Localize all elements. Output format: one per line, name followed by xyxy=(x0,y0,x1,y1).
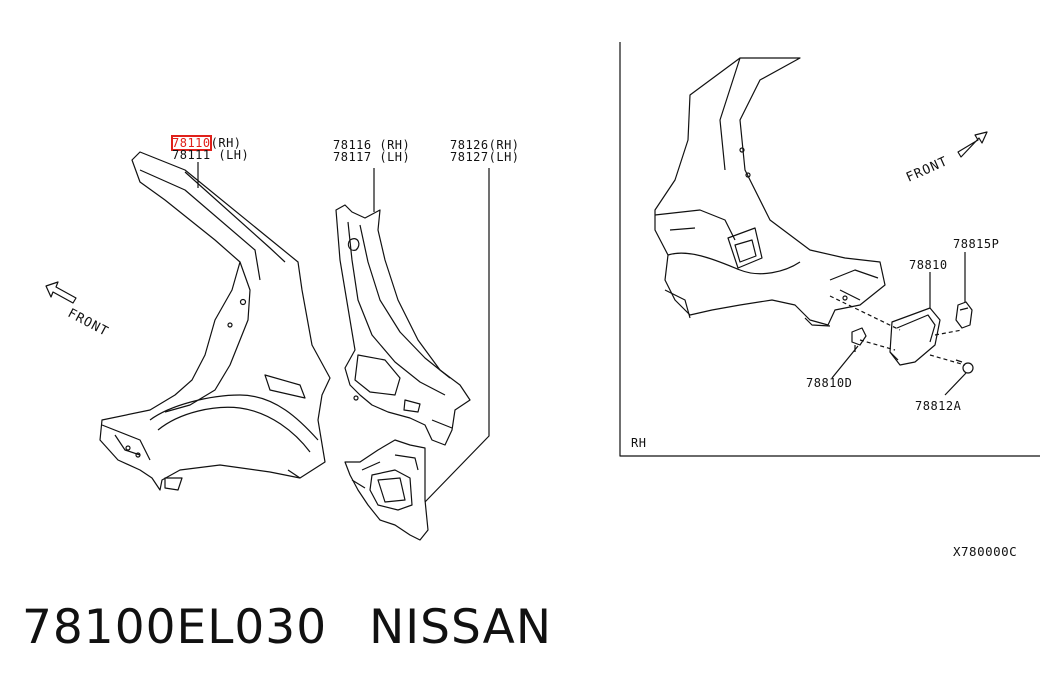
rear-quarter-panel-outer[interactable] xyxy=(99,151,331,491)
inset-side-label: RH xyxy=(631,436,647,450)
dashed-guide-4 xyxy=(929,354,966,366)
filler-lid-door[interactable] xyxy=(889,307,941,366)
inner-wheelhouse-panel[interactable] xyxy=(335,204,471,446)
label-78810D[interactable]: 78810D xyxy=(806,376,853,390)
label-78815P[interactable]: 78815P xyxy=(953,237,1000,251)
dashed-guide-3 xyxy=(934,329,963,336)
dashed-guide-1 xyxy=(829,295,901,331)
label-78110-side: (RH) xyxy=(210,136,242,150)
bumper-rubber[interactable] xyxy=(851,327,867,352)
front-arrow-left-icon xyxy=(45,281,77,304)
filler-lid-base-panel[interactable] xyxy=(344,439,429,541)
diagram-code: X780000C xyxy=(953,544,1018,559)
lid-spring-bracket[interactable] xyxy=(955,301,973,329)
label-78810[interactable]: 78810 xyxy=(909,258,948,272)
footer-title: 78100EL030 NISSAN xyxy=(22,600,594,655)
inset-frame xyxy=(619,42,1040,457)
part-number: 78100EL030 xyxy=(22,600,328,655)
leader-78126 xyxy=(424,168,490,503)
label-78812A[interactable]: 78812A xyxy=(915,399,962,413)
label-78110[interactable]: 78110(RH) xyxy=(171,135,242,151)
dashed-guide-2 xyxy=(859,339,896,351)
brand-name: NISSAN xyxy=(369,600,552,655)
inset-rear-quarter[interactable] xyxy=(654,57,886,327)
leader-78812A xyxy=(944,372,967,396)
label-78111[interactable]: 78111 (LH) xyxy=(172,148,250,162)
label-78126[interactable]: 78126(RH) xyxy=(450,138,520,152)
label-78110-highlight[interactable]: 78110 xyxy=(171,135,212,151)
screw[interactable] xyxy=(955,359,974,374)
label-78117[interactable]: 78117 (LH) xyxy=(333,150,411,164)
label-78127[interactable]: 78127(LH) xyxy=(450,150,520,164)
label-78116[interactable]: 78116 (RH) xyxy=(333,138,411,152)
front-arrow-right-icon xyxy=(957,131,988,158)
leader-78810D xyxy=(831,345,859,379)
